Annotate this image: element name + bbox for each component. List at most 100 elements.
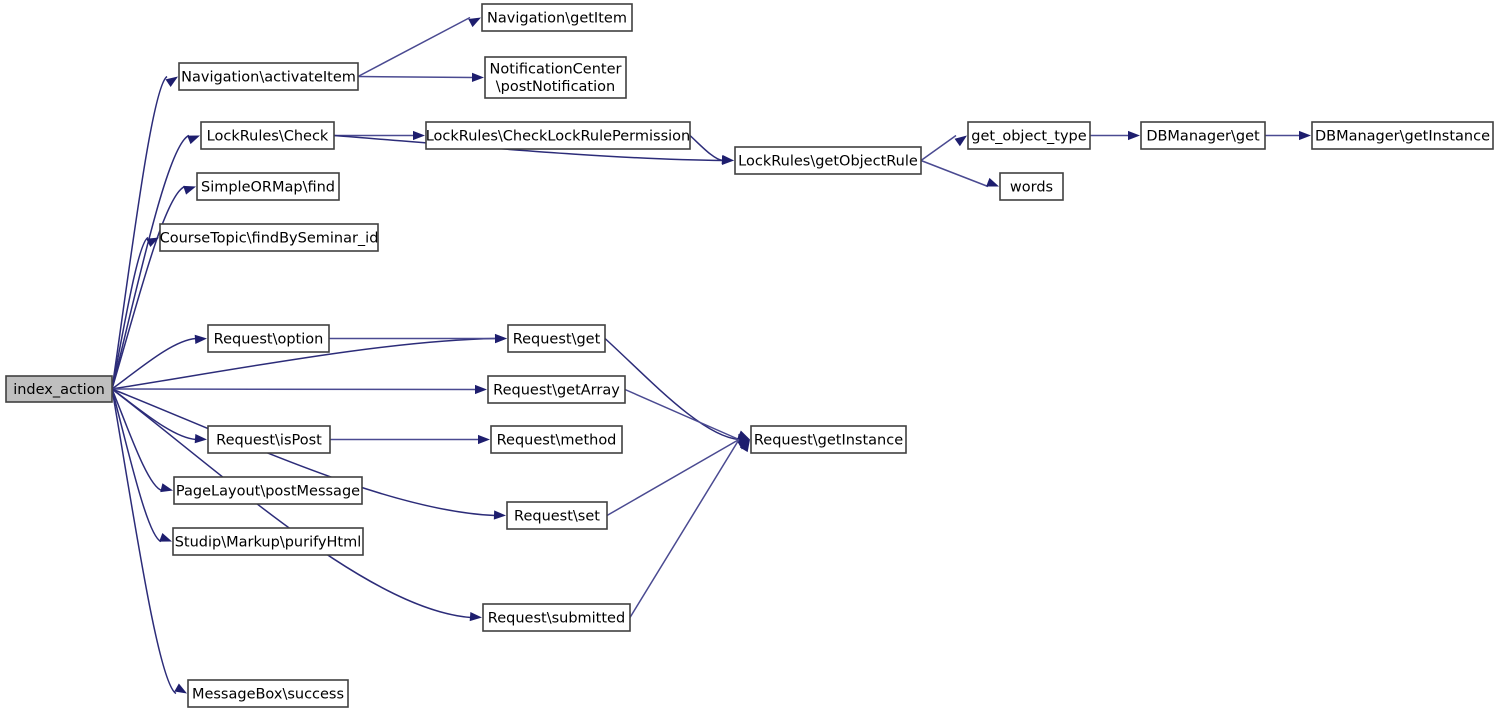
node-box[interactable] <box>482 603 631 632</box>
edge-arrowhead <box>165 76 178 88</box>
edge-index_action-to-markup_purify <box>111 388 172 543</box>
edge-arrowhead <box>183 185 196 195</box>
edge-request_submitted-to-request_getinstance <box>629 439 750 618</box>
node-box[interactable] <box>172 527 364 556</box>
node-simpleormap_find[interactable]: SimpleORMap\find <box>196 172 340 201</box>
edge-index_action-to-request_getarray <box>111 384 487 395</box>
node-markup_purify[interactable]: Studip\Markup\purifyHtml <box>172 527 364 556</box>
node-label: LockRules\CheckLockRulePermission <box>426 129 691 145</box>
node-label: Request\method <box>497 433 617 449</box>
edge-line <box>333 134 724 162</box>
edge-arrowhead <box>737 430 750 440</box>
node-label: Request\isPost <box>216 433 322 449</box>
node-box[interactable] <box>750 425 907 454</box>
edge-arrowhead <box>469 611 482 622</box>
node-box[interactable] <box>490 425 623 454</box>
edge-request_set-to-request_getinstance <box>606 438 750 517</box>
node-box[interactable] <box>507 324 606 353</box>
node-request_submitted[interactable]: Request\submitted <box>482 603 631 632</box>
nodes-layer: index_action Navigation\activateItem Navig… <box>5 3 1494 708</box>
edge-index_action-to-nav_activate <box>111 75 178 390</box>
node-pagelayout_post[interactable]: PageLayout\postMessage <box>173 476 363 505</box>
node-box[interactable] <box>196 172 340 201</box>
edge-line <box>629 439 740 618</box>
node-box[interactable] <box>487 375 626 404</box>
node-box[interactable] <box>207 425 331 454</box>
edge-index_action-to-request_option <box>111 334 207 390</box>
node-box[interactable] <box>5 375 113 403</box>
node-label: PageLayout\postMessage <box>176 484 360 500</box>
node-label: CourseTopic\findBySeminar_id <box>160 231 379 247</box>
node-messagebox_success[interactable]: MessageBox\success <box>187 679 349 708</box>
node-box[interactable] <box>173 476 363 505</box>
edge-line <box>604 337 740 441</box>
edges-layer <box>111 16 1311 695</box>
node-coursetopic_find[interactable]: CourseTopic\findBySeminar_id <box>159 223 379 252</box>
node-box[interactable] <box>734 146 922 175</box>
edge-index_action-to-lock_check <box>111 134 200 390</box>
node-box[interactable] <box>425 121 691 150</box>
edge-arrowhead <box>495 333 507 344</box>
node-request_ispost[interactable]: Request\isPost <box>207 425 331 454</box>
node-box[interactable] <box>999 172 1064 201</box>
edge-line <box>111 388 496 517</box>
node-label: Request\get <box>513 332 601 348</box>
edge-line <box>624 388 740 441</box>
edge-arrowhead <box>474 384 487 395</box>
node-label: DBManager\get <box>1146 129 1260 145</box>
node-box[interactable] <box>1311 121 1494 150</box>
node-box[interactable] <box>484 56 627 99</box>
edge-arrowhead <box>468 17 481 28</box>
node-box[interactable] <box>159 223 379 252</box>
node-box[interactable] <box>1140 121 1266 150</box>
edge-line <box>111 337 197 390</box>
node-dbmanager_getinstance[interactable]: DBManager\getInstance <box>1311 121 1494 150</box>
node-dbmanager_get[interactable]: DBManager\get <box>1140 121 1266 150</box>
edge-arrowhead <box>471 72 484 82</box>
node-request_get[interactable]: Request\get <box>507 324 606 353</box>
node-label: Request\option <box>214 332 324 348</box>
node-lock_check[interactable]: LockRules\Check <box>200 121 335 150</box>
node-lock_getobjectrule[interactable]: LockRules\getObjectRule <box>734 146 922 175</box>
node-label: Navigation\activateItem <box>181 70 356 86</box>
node-request_set[interactable]: Request\set <box>506 501 608 530</box>
edge-arrowhead <box>413 130 425 141</box>
node-label: index_action <box>13 382 105 398</box>
node-index_action[interactable]: index_action <box>5 375 113 403</box>
node-label: Studip\Markup\purifyHtml <box>175 535 362 551</box>
node-request_option[interactable]: Request\option <box>207 324 330 353</box>
edge-line <box>920 134 957 162</box>
edge-request_option-to-request_get <box>329 333 507 344</box>
node-box[interactable] <box>207 324 330 353</box>
edge-lock_getobjectrule-to-words <box>920 159 999 188</box>
node-words[interactable]: words <box>999 172 1064 201</box>
edge-line <box>689 134 724 162</box>
edge-arrowhead <box>1128 130 1140 141</box>
edge-line <box>111 134 190 390</box>
edge-arrowhead <box>159 532 172 542</box>
edge-index_action-to-messagebox_success <box>111 388 187 695</box>
node-box[interactable] <box>178 62 359 91</box>
node-box[interactable] <box>481 3 633 32</box>
edge-line <box>606 438 740 517</box>
edge-lock_getobjectrule-to-get_object_type <box>920 134 967 162</box>
node-box[interactable] <box>967 121 1091 150</box>
edge-request_ispost-to-request_method <box>330 434 490 445</box>
node-request_method[interactable]: Request\method <box>490 425 623 454</box>
node-lock_checkperm[interactable]: LockRules\CheckLockRulePermission <box>425 121 691 150</box>
edge-arrowhead <box>1299 130 1311 141</box>
node-nav_activate[interactable]: Navigation\activateItem <box>178 62 359 91</box>
node-request_getinstance[interactable]: Request\getInstance <box>750 425 907 454</box>
node-box[interactable] <box>506 501 608 530</box>
node-box[interactable] <box>200 121 335 150</box>
node-nav_getitem[interactable]: Navigation\getItem <box>481 3 633 32</box>
node-request_getarray[interactable]: Request\getArray <box>487 375 626 404</box>
node-box[interactable] <box>187 679 349 708</box>
node-notif_post[interactable]: NotificationCenter\postNotification <box>484 56 627 99</box>
edge-arrowhead <box>739 439 750 453</box>
node-get_object_type[interactable]: get_object_type <box>967 121 1091 150</box>
edge-line <box>111 388 197 441</box>
edge-line <box>357 75 474 79</box>
